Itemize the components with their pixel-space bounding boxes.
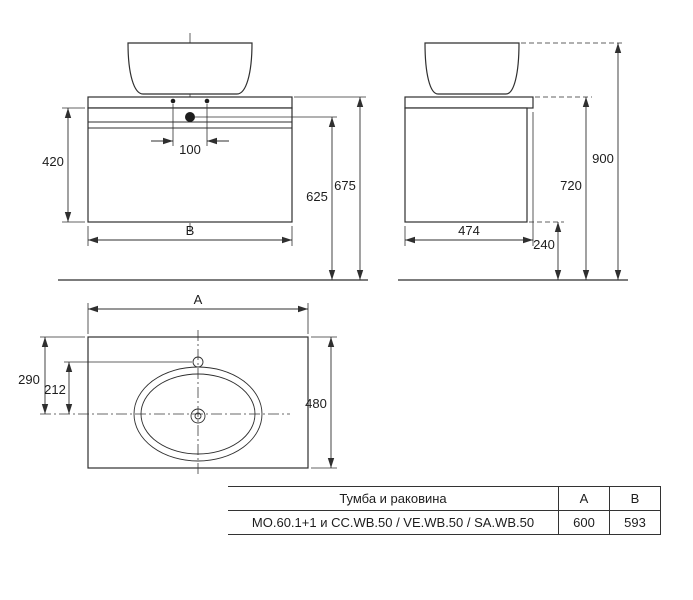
side-cabinet <box>404 107 528 223</box>
side-view: 474 240 720 900 <box>398 42 628 281</box>
dim-a-label: A <box>194 292 203 307</box>
top-basin-inner-rim <box>140 373 256 455</box>
dim-290-label: 290 <box>18 372 40 387</box>
front-cabinet <box>87 107 293 223</box>
table-header-col-b: B <box>609 486 661 511</box>
dim-625-label: 625 <box>306 189 328 204</box>
dim-100-label: 100 <box>179 142 201 157</box>
side-countertop <box>404 96 534 109</box>
spec-table-header-row: Тумба и раковина A B <box>228 486 661 511</box>
front-basin <box>127 42 253 95</box>
front-countertop <box>87 96 293 109</box>
table-cell-a: 600 <box>558 510 610 535</box>
spec-table-data-row: MO.60.1+1 и CC.WB.50 / VE.WB.50 / SA.WB.… <box>228 510 661 535</box>
dim-240-label: 240 <box>533 237 555 252</box>
dim-420-label: 420 <box>42 154 64 169</box>
top-drain-outer <box>190 408 206 424</box>
dim-480-label: 480 <box>305 396 327 411</box>
table-header-product: Тумба и раковина <box>228 486 559 511</box>
spec-table-grid: Тумба и раковина A B MO.60.1+1 и CC.WB.5… <box>228 486 661 535</box>
table-header-col-a: A <box>558 486 610 511</box>
dim-900-label: 900 <box>592 151 614 166</box>
side-basin <box>424 42 520 95</box>
dim-720-label: 720 <box>560 178 582 193</box>
table-cell-product: MO.60.1+1 и CC.WB.50 / VE.WB.50 / SA.WB.… <box>228 510 559 535</box>
top-drain-inner <box>194 412 202 420</box>
top-view: A 290 212 480 <box>18 292 337 476</box>
top-basin-outer-rim <box>133 366 263 462</box>
spec-table: Тумба и раковина A B MO.60.1+1 и CC.WB.5… <box>228 486 661 535</box>
dim-b-label: B <box>186 223 195 238</box>
front-view: 420 100 B 625 675 <box>42 33 368 281</box>
dim-212-label: 212 <box>44 382 66 397</box>
front-faucet-center-hole <box>185 112 195 122</box>
front-faucet-hole-right <box>204 98 210 104</box>
front-faucet-hole-left <box>170 98 176 104</box>
table-cell-b: 593 <box>609 510 661 535</box>
dim-675-label: 675 <box>334 178 356 193</box>
dim-474-label: 474 <box>458 223 480 238</box>
